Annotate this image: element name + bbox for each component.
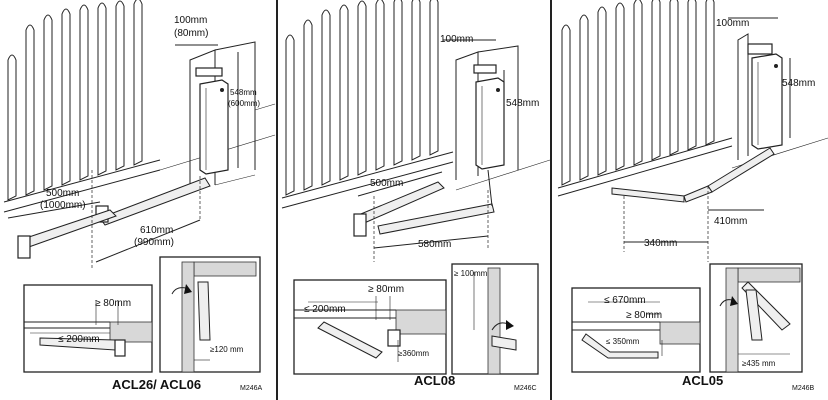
dimension-lines: [623, 17, 791, 262]
dim-height: 548mm: [230, 88, 257, 97]
inset-min-gap: ≥ 80mm: [368, 284, 404, 295]
dim-run: 580mm: [418, 239, 451, 250]
model-title: ACL26/ ACL06: [112, 377, 201, 392]
dim-height: 548mm: [506, 98, 539, 109]
model-title: ACL05: [682, 373, 723, 388]
inset-min-gap: ≥ 80mm: [626, 310, 662, 321]
diagram-acl05: 100mm 548mm 340mm 410mm ≤ 670mm ≥ 80mm ≤…: [557, 0, 828, 392]
inset-clearance: ≥120 mm: [210, 345, 244, 354]
figure-code: M246C: [514, 385, 537, 392]
dim-height: 548mm: [782, 78, 815, 89]
inset-min-gap: ≥ 80mm: [95, 298, 131, 309]
dim-top: 100mm: [716, 18, 749, 29]
panel-acl05: 100mm 548mm 340mm 410mm ≤ 670mm ≥ 80mm ≤…: [552, 0, 828, 400]
figure-code: M246A: [240, 385, 263, 392]
dim-top-alt: (80mm): [174, 28, 208, 39]
operator-arm: [707, 147, 775, 193]
dim-left-alt: (1000mm): [40, 200, 86, 211]
dim-run: 610mm: [140, 225, 173, 236]
gate-rail: [19, 209, 117, 249]
model-title: ACL08: [414, 373, 455, 388]
panel-acl08: 100mm 548mm 500mm 580mm ≥ 80mm ≤ 200mm ≥…: [278, 0, 551, 400]
motor-unit: [473, 64, 505, 170]
dim-height-alt: (600mm): [228, 99, 260, 108]
panel-acl26-acl06: 100mm (80mm) 548mm (600mm) 500mm (1000mm…: [0, 0, 276, 400]
gate-bars: [557, 0, 733, 197]
panel-divider: [276, 0, 278, 400]
operator-arm: [99, 177, 211, 226]
diagram-acl26-acl06: 100mm (80mm) 548mm (600mm) 500mm (1000mm…: [3, 0, 276, 392]
dim-top: 100mm: [174, 15, 207, 26]
inset-max-length: ≤ 670mm: [604, 295, 646, 306]
inset-clearance: ≥435 mm: [742, 359, 776, 368]
gate-rail: [611, 187, 685, 203]
inset-max-offset: ≤ 350mm: [606, 337, 640, 346]
dimension-lines: [357, 39, 505, 262]
panel-divider: [550, 0, 552, 400]
dim-run: 410mm: [714, 216, 747, 227]
motor-unit: [195, 67, 229, 175]
diagram-acl08: 100mm 548mm 500mm 580mm ≥ 80mm ≤ 200mm ≥…: [281, 0, 551, 392]
dim-left: 340mm: [644, 238, 677, 249]
inset-clearance: ≥360mm: [398, 349, 429, 358]
operator-arm: [377, 203, 495, 235]
dim-run-alt: (990mm): [134, 237, 174, 248]
dim-left: 500mm: [370, 178, 403, 189]
dimension-lines: [7, 44, 239, 270]
dim-top: 100mm: [440, 34, 473, 45]
gate-bars: [3, 0, 161, 213]
motor-unit: [747, 43, 783, 150]
dim-left: 500mm: [46, 188, 79, 199]
inset-max-offset: ≤ 200mm: [304, 304, 346, 315]
inset-clearance: ≥ 100mm: [454, 269, 488, 278]
gate-bars: [281, 0, 454, 209]
figure-code: M246B: [792, 385, 815, 392]
inset-max-offset: ≤ 200mm: [58, 334, 100, 345]
